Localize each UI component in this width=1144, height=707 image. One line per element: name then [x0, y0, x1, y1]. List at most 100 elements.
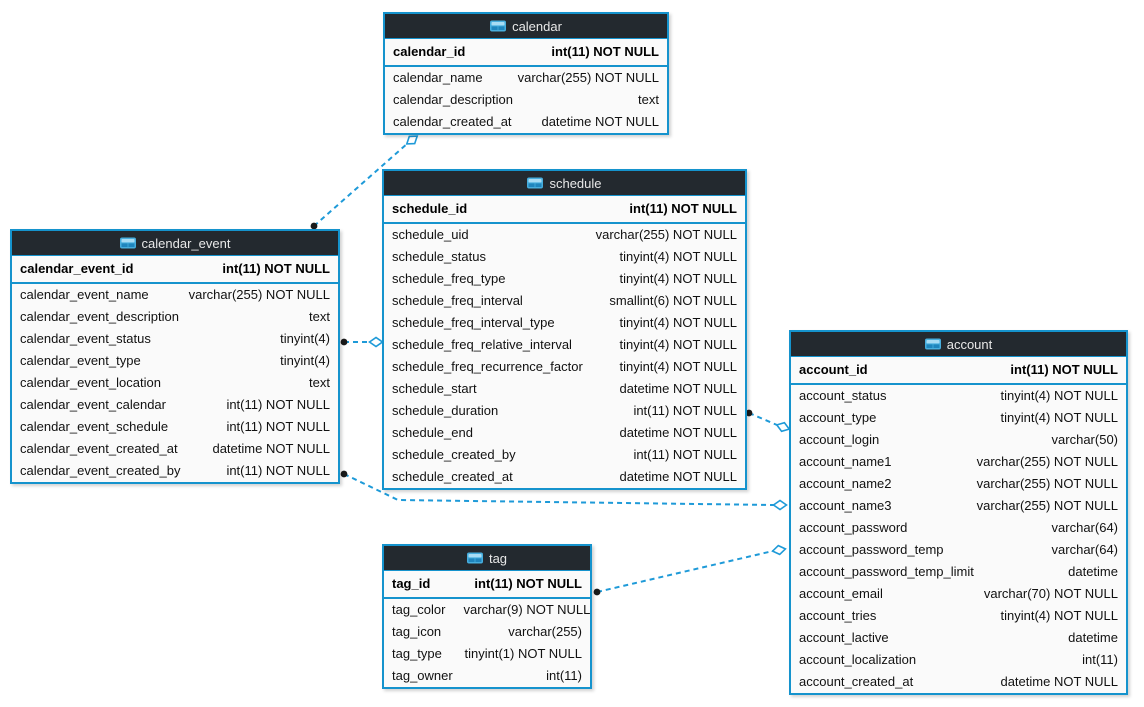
column-type: int(11) — [1082, 652, 1118, 667]
pk-column-name: tag_id — [392, 576, 431, 591]
column-name: account_password_temp_limit — [799, 564, 974, 579]
column-type: varchar(50) — [1051, 432, 1118, 447]
column-name: account_name1 — [799, 454, 892, 469]
column-name: tag_icon — [392, 624, 442, 639]
column-name: tag_type — [392, 646, 442, 661]
pk-column-type: int(11) NOT NULL — [1010, 362, 1118, 377]
column-type: varchar(255) NOT NULL — [976, 476, 1118, 491]
relationship-tag-account[interactable] — [593, 544, 787, 596]
column-name: account_localization — [799, 652, 917, 667]
table-header[interactable]: account — [791, 332, 1126, 357]
primary-key-row: calendar_id int(11) NOT NULL — [385, 39, 667, 67]
column-name: calendar_created_at — [393, 114, 512, 129]
column-name: account_lactive — [799, 630, 889, 645]
column-name: schedule_freq_recurrence_factor — [392, 359, 583, 374]
column-type: varchar(64) — [1051, 542, 1118, 557]
column-name: schedule_freq_interval_type — [392, 315, 555, 330]
hollow-diamond-endpoint — [771, 544, 787, 556]
column-type: tinyint(1) NOT NULL — [464, 646, 582, 661]
column-type: varchar(255) NOT NULL — [976, 498, 1118, 513]
column-type: varchar(255) NOT NULL — [188, 287, 330, 302]
column-name: calendar_event_created_at — [20, 441, 178, 456]
entity-table-calendar[interactable]: calendar calendar_id int(11) NOT NULL ca… — [383, 12, 669, 135]
column-name: tag_owner — [392, 668, 453, 683]
relationship-calendar_event-schedule[interactable] — [340, 336, 384, 348]
column-type: datetime NOT NULL — [1000, 674, 1118, 689]
column-name: calendar_event_schedule — [20, 419, 169, 434]
filled-dot-endpoint — [593, 588, 601, 596]
column-type: datetime NOT NULL — [619, 469, 737, 484]
table-header[interactable]: calendar_event — [12, 231, 338, 256]
column-type: tinyint(4) NOT NULL — [619, 271, 737, 286]
relationship-schedule-account[interactable] — [745, 409, 791, 433]
column-name: schedule_status — [392, 249, 486, 264]
column-name: account_name2 — [799, 476, 892, 491]
column-type: tinyint(4) NOT NULL — [619, 337, 737, 352]
column-name: account_name3 — [799, 498, 892, 513]
column-type: datetime NOT NULL — [212, 441, 330, 456]
column-name: tag_color — [392, 602, 446, 617]
column-type: int(11) NOT NULL — [226, 397, 330, 412]
table-header[interactable]: calendar — [385, 14, 667, 39]
column-type: text — [638, 92, 659, 107]
column-type: int(11) NOT NULL — [226, 419, 330, 434]
primary-key-row: tag_id int(11) NOT NULL — [384, 571, 590, 599]
entity-table-calendar-event[interactable]: calendar_event calendar_event_id int(11)… — [10, 229, 340, 484]
table-icon — [924, 338, 941, 350]
column-name: schedule_start — [392, 381, 477, 396]
column-type: tinyint(4) NOT NULL — [1000, 608, 1118, 623]
table-header[interactable]: schedule — [384, 171, 745, 196]
pk-column-type: int(11) NOT NULL — [629, 201, 737, 216]
relationship-calendar_event-calendar[interactable] — [310, 135, 419, 230]
column-name: calendar_name — [393, 70, 483, 85]
entity-table-account[interactable]: account account_id int(11) NOT NULL acco… — [789, 330, 1128, 695]
pk-column-type: int(11) NOT NULL — [474, 576, 582, 591]
column-type: tinyint(4) NOT NULL — [619, 359, 737, 374]
column-row: account_name3 varchar(255) NOT NULL — [791, 495, 1126, 517]
table-icon — [466, 552, 483, 564]
column-type: int(11) NOT NULL — [633, 447, 737, 462]
table-icon — [490, 20, 507, 32]
relationship-calendar_event-account[interactable] — [340, 470, 788, 511]
pk-column-name: schedule_id — [392, 201, 468, 216]
column-row: calendar_created_at datetime NOT NULL — [385, 111, 667, 133]
column-type: datetime NOT NULL — [619, 381, 737, 396]
table-title: schedule — [549, 175, 602, 191]
column-row: account_name2 varchar(255) NOT NULL — [791, 473, 1126, 495]
column-name: schedule_duration — [392, 403, 499, 418]
column-type: int(11) NOT NULL — [633, 403, 737, 418]
table-title: tag — [488, 550, 508, 566]
column-type: tinyint(4) NOT NULL — [1000, 410, 1118, 425]
column-type: varchar(255) — [508, 624, 582, 639]
pk-column-name: account_id — [799, 362, 868, 377]
table-header[interactable]: tag — [384, 546, 590, 571]
table-title: calendar — [512, 18, 562, 34]
column-type: datetime NOT NULL — [541, 114, 659, 129]
entity-table-schedule[interactable]: schedule schedule_id int(11) NOT NULL sc… — [382, 169, 747, 490]
column-name: account_status — [799, 388, 887, 403]
filled-dot-endpoint — [340, 470, 348, 478]
column-type: varchar(255) NOT NULL — [595, 227, 737, 242]
